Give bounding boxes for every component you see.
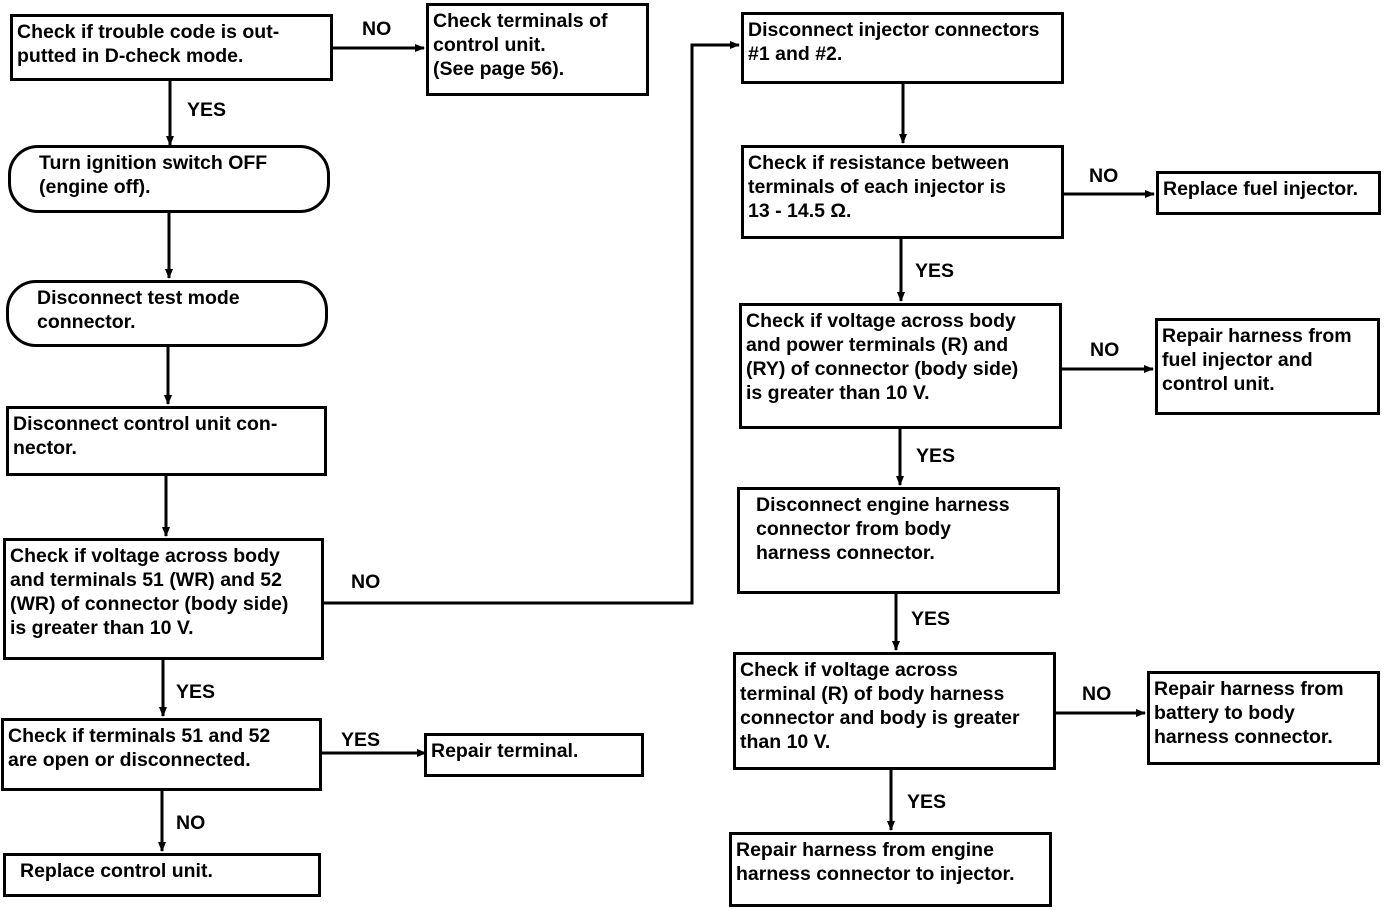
branch-label-no: NO xyxy=(362,18,392,40)
branch-label-yes: YES xyxy=(341,729,381,751)
step-replace-fuel-injector: Replace fuel injector. xyxy=(1156,171,1381,215)
branch-label-no: NO xyxy=(1089,165,1119,187)
step-replace-control-unit: Replace control unit. xyxy=(3,853,321,897)
step-disconnect-engine-harness: Disconnect engine harness connector from… xyxy=(737,487,1060,594)
branch-label-no: NO xyxy=(1090,339,1120,361)
step-repair-harness-battery: Repair harness from battery to body harn… xyxy=(1147,671,1380,765)
step-disconnect-test-mode: Disconnect test mode connector. xyxy=(6,280,328,347)
step-check-injector-resistance: Check if resistance between terminals of… xyxy=(741,145,1064,239)
step-check-trouble-code: Check if trouble code is out- putted in … xyxy=(10,14,333,81)
step-check-terminals-open: Check if terminals 51 and 52 are open or… xyxy=(1,718,322,791)
step-ignition-off: Turn ignition switch OFF (engine off). xyxy=(8,145,330,213)
step-check-voltage-51-52: Check if voltage across body and termina… xyxy=(3,538,324,660)
branch-label-yes: YES xyxy=(916,445,956,467)
step-check-terminals: Check terminals of control unit. (See pa… xyxy=(426,3,649,96)
step-repair-harness-injector-control: Repair harness from fuel injector and co… xyxy=(1155,318,1380,415)
arrow-b6-r1 xyxy=(324,41,740,605)
step-repair-harness-engine-injector: Repair harness from engine harness conne… xyxy=(729,832,1052,907)
step-check-voltage-terminal-r: Check if voltage across terminal (R) of … xyxy=(733,652,1056,770)
step-repair-terminal: Repair terminal. xyxy=(424,733,644,777)
branch-label-no: NO xyxy=(1082,683,1112,705)
step-check-voltage-power-terminals: Check if voltage across body and power t… xyxy=(739,303,1062,429)
branch-label-yes: YES xyxy=(911,608,951,630)
step-disconnect-control-unit: Disconnect control unit con- nector. xyxy=(6,406,327,476)
branch-label-no: NO xyxy=(176,812,206,834)
branch-label-no: NO xyxy=(351,571,381,593)
branch-label-yes: YES xyxy=(915,260,955,282)
branch-label-yes: YES xyxy=(176,681,216,703)
step-disconnect-injector-connectors: Disconnect injector connectors #1 and #2… xyxy=(741,12,1064,84)
branch-label-yes: YES xyxy=(907,791,947,813)
branch-label-yes: YES xyxy=(187,99,227,121)
